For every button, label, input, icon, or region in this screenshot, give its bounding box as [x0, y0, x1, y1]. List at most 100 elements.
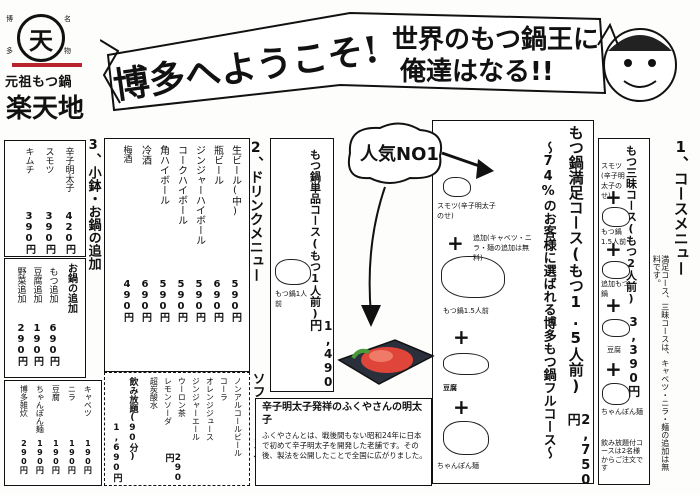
popular-callout: 人気NO1 — [340, 118, 450, 188]
nabe-price-3: 290円 — [15, 323, 27, 366]
sanmai-price: 3,390円 — [626, 315, 641, 397]
sanmai-item-3: 追加もつ鍋 — [601, 280, 629, 298]
logo-ring-br: 物 — [64, 47, 71, 55]
mascot-illustration — [590, 15, 690, 110]
drink-beer-6: 冷酒 — [139, 145, 151, 165]
nabe-item-3: 野菜追加 — [15, 267, 26, 303]
kobachi-item-1: 辛子明太子 — [63, 147, 74, 192]
kobachi-price-1: 420円 — [63, 211, 75, 254]
manzoku-title: もつ鍋満足コース(もつ1.5人前) — [566, 125, 585, 395]
drink-box: 生ビール(中) 瓶ビール ジンジャーハイボール コークハイボール 角ハイボール … — [104, 138, 250, 372]
drink-price-3: 590円 — [193, 279, 205, 322]
plus-icon: + — [447, 231, 464, 255]
kobachi-item-2: スモツ — [43, 147, 54, 174]
drink-price-1: 590円 — [229, 279, 241, 322]
plus-icon: + — [605, 357, 622, 381]
popular-text: 人気NO1 — [360, 144, 439, 165]
soft-item-3: オレンジジュース — [205, 377, 215, 441]
tanpin-course-box: もつ鍋単品コース(もつ1人前) もつ鍋1人前 1,490円 — [270, 138, 336, 392]
soft-item-2: コーラ — [219, 377, 229, 401]
nabe-addon-box: お鍋の追加 もつ追加 豆腐追加 野菜追加 690円 190円 290円 — [4, 258, 86, 378]
manzoku-course-box: もつ鍋満足コース(もつ1.5人前) 〜74%のお客様に選ばれる博多もつ鍋フルコー… — [432, 120, 594, 488]
soft-price: 290円 — [163, 453, 183, 483]
drink-beer-5: 角ハイボール — [157, 145, 169, 205]
slogan-line1: 世界のもつ鍋王に — [392, 25, 599, 55]
plus-icon: + — [453, 325, 470, 349]
drink-sour-1: 梅酒 — [121, 145, 132, 163]
drink-beer-3: ジンジャーハイボール — [193, 145, 205, 245]
manzoku-item-2: もつ鍋1.5人前 — [443, 307, 489, 315]
banner-ribbon — [99, 11, 607, 112]
nabe-price-2: 190円 — [31, 323, 43, 366]
motsunabe-illustration — [602, 207, 630, 227]
mentaiko-body: ふくやさんとは、戦後間もない昭和24年に日本で初めて辛子明太子を開発した老舗です… — [262, 431, 427, 461]
shime-price-2: 190円 — [67, 439, 77, 474]
sanmai-item-5: ちゃんぽん麺 — [601, 408, 643, 416]
soft-item-4: ジンジャーエール — [191, 377, 201, 441]
welcome-banner: 博多へようこそ! 世界のもつ鍋王に 俺達はなる!! — [99, 5, 615, 115]
logo-ring-tr: 名 — [64, 15, 71, 23]
logo-ring-bl: 多 — [6, 47, 13, 55]
logo-name-line2: 楽天地 — [6, 94, 85, 124]
plus-icon: + — [453, 395, 470, 419]
manzoku-item-4: ちゃんぽん麺 — [437, 462, 479, 470]
logo-mark: 天 — [17, 14, 65, 62]
drink-hint: 飲み放題付コースは2名様からご注文です — [601, 439, 643, 473]
tanpin-price: 1,490円 — [308, 319, 336, 389]
soft-item-6: レモンソーダ — [163, 377, 173, 425]
drink-beer-2: 瓶ビール — [211, 145, 223, 185]
sanmai-item-2: もつ鍋1.5人前 — [601, 228, 627, 246]
mentaiko-photo — [335, 330, 435, 392]
drink-beer-1: 生ビール(中) — [229, 145, 241, 217]
arrow-icon — [361, 186, 386, 327]
manzoku-price: 2,750円 — [564, 413, 594, 488]
shime-box: キャベツ ニラ 豆腐 ちゃんぽん麺 博多雑炊 190円 190円 190円 19… — [4, 380, 102, 486]
kobachi-item-3: キムチ — [23, 147, 34, 174]
shime-price-5: 290円 — [19, 439, 29, 474]
tofu-illustration — [602, 319, 630, 337]
tofu-illustration — [443, 353, 489, 375]
drink-price-5: 590円 — [157, 279, 169, 322]
shime-price-3: 190円 — [51, 439, 61, 474]
shime-item-2: ニラ — [67, 385, 77, 401]
soft-item-1: ノンアルコールビール — [233, 377, 243, 457]
drink-beer-4: コークハイボール — [175, 145, 187, 225]
nabe-price-1: 690円 — [47, 323, 59, 366]
nabe-item-2: 豆腐追加 — [31, 267, 42, 303]
soft-item-5: ウーロン茶 — [177, 377, 187, 417]
kobachi-price-3: 390円 — [23, 211, 35, 254]
tanpin-title: もつ鍋単品コース(もつ1人前) — [308, 149, 322, 320]
nomihodai-label: 飲み放題(90分) — [127, 377, 138, 462]
kobachi-price-2: 390円 — [43, 211, 55, 254]
nomihodai-price: 1,690円 — [111, 423, 122, 482]
drink-price-2: 690円 — [211, 279, 223, 322]
nabe-illustration — [441, 256, 505, 298]
logo-name-line1: 元祖もつ鍋 — [5, 75, 72, 90]
course-note: 満足コース、三昧コースは、キャベツ・ニラ・麺の追加は無料です。 — [652, 255, 670, 471]
sanmai-item-4: 豆腐 — [607, 346, 621, 354]
sanmai-course-box: もつ三昧コース(もつ2人前) 3,390円 スモツ(辛子明太子のせ) + もつ鍋… — [598, 138, 650, 485]
shime-item-5: 博多雑炊 — [19, 385, 29, 417]
logo-ring-tl: 博 — [6, 15, 13, 23]
plus-icon: + — [605, 237, 622, 261]
champon-illustration — [602, 383, 630, 405]
drink-heading: 2、ドリンクメニュー — [247, 140, 264, 282]
manzoku-item-1: スモツ(辛子明太子のせ) — [437, 202, 496, 220]
soft-drink-box: ノンアルコールビール コーラ オレンジジュース ジンジャーエール ウーロン茶 レ… — [104, 372, 250, 486]
kobachi-box: 辛子明太子 スモツ キムチ 420円 390円 390円 — [4, 140, 86, 257]
shime-item-1: キャベツ — [83, 385, 93, 417]
mentaiko-info-box: 辛子明太子発祥のふくやさんの明太子 ふくやさんとは、戦後間もない昭和24年に日本… — [255, 398, 432, 486]
drink-price-4: 590円 — [175, 279, 187, 322]
mentaiko-heading: 辛子明太子発祥のふくやさんの明太子 — [262, 402, 422, 426]
nabe-addon-heading: お鍋の追加 — [65, 263, 77, 313]
soft-item-7: 超炭酸水 — [149, 377, 159, 409]
logo-divider — [12, 63, 82, 67]
plus-icon: + — [605, 293, 622, 317]
arrow-icon — [441, 151, 494, 179]
manzoku-note: 追加(キャベツ・ニラ・麺の追加は無料) — [473, 234, 532, 262]
shime-price-4: 190円 — [35, 439, 45, 474]
shime-price-1: 190円 — [83, 439, 93, 474]
shime-item-3: 豆腐 — [51, 385, 61, 401]
manzoku-item-3: 豆腐 — [443, 384, 457, 392]
